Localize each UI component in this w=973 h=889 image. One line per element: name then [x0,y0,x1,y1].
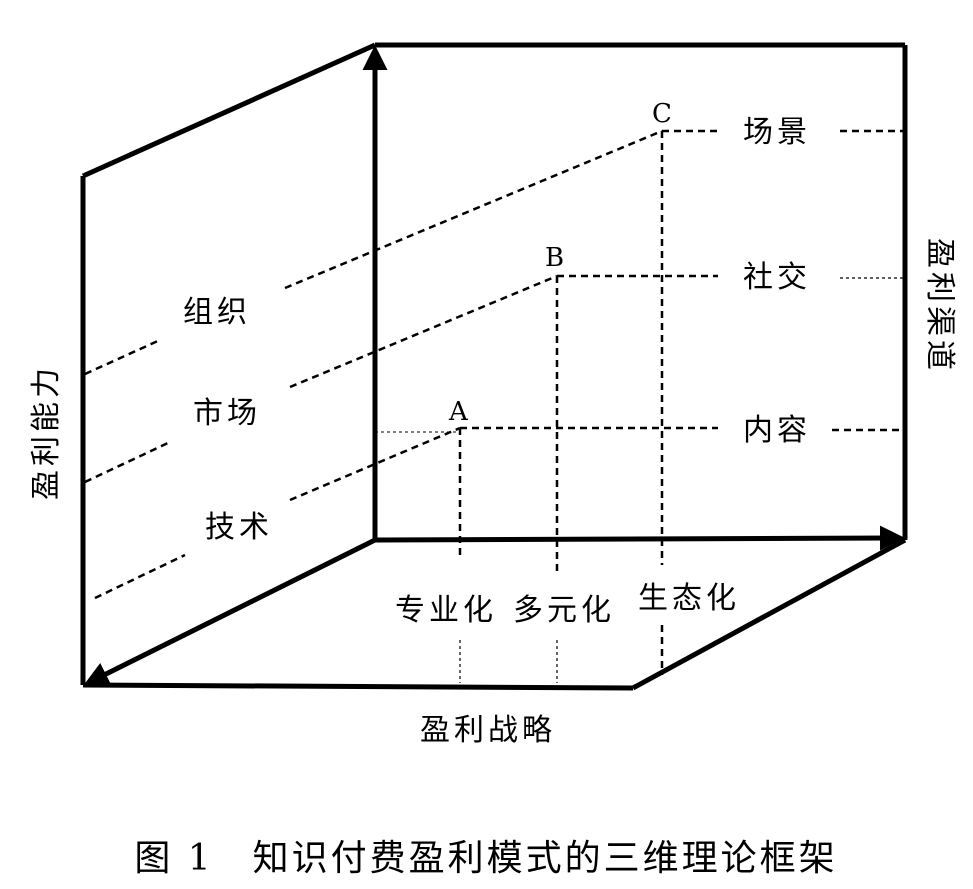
guide-shichang-lower [84,440,171,484]
strategy-level-zhuanye: 专业化 [395,593,497,628]
channel-level-shejiao: 社交 [743,260,811,295]
channel-level-changjing: 场景 [743,115,811,150]
channel-axis-arrow [374,525,905,551]
bottom-right-edge [631,537,907,691]
front-bottom-edge [82,682,634,691]
capability-level-labels: 技术 市场 组织 [183,295,273,545]
guide-zuzhi-upper [284,129,663,290]
channel-level-neirong: 内容 [743,413,811,448]
strategy-level-labels: 专业化 多元化 生态化 [395,581,740,628]
strategy-level-shengtai: 生态化 [638,581,740,616]
channel-axis-title: 盈利渠道 [922,238,957,374]
point-a-label: A [448,397,469,427]
figure-caption: 图 1 知识付费盈利模式的三维理论框架 [134,838,837,879]
guide-jishu-upper [289,426,461,502]
guide-zuzhi-lower [84,338,161,376]
point-b-label: B [545,243,564,273]
guide-jishu-lower [94,553,186,600]
channel-level-labels: 内容 社交 场景 [743,115,811,448]
capability-level-jishu: 技术 [205,510,273,545]
capability-level-shichang: 市场 [193,396,261,431]
point-c-label: C [652,99,672,129]
guide-shichang-upper [289,274,558,389]
front-top-edge [81,42,377,179]
axes [83,45,905,686]
capability-axis-title: 盈利能力 [29,364,64,500]
capability-level-zuzhi: 组织 [183,295,251,330]
strategy-axis-arrow [83,537,377,686]
strategy-axis-title: 盈利战略 [420,713,556,748]
cube-frame [80,42,908,691]
strategy-level-duoyuan: 多元化 [513,593,615,628]
guide-lines [84,129,903,683]
point-labels: A B C [448,99,672,427]
